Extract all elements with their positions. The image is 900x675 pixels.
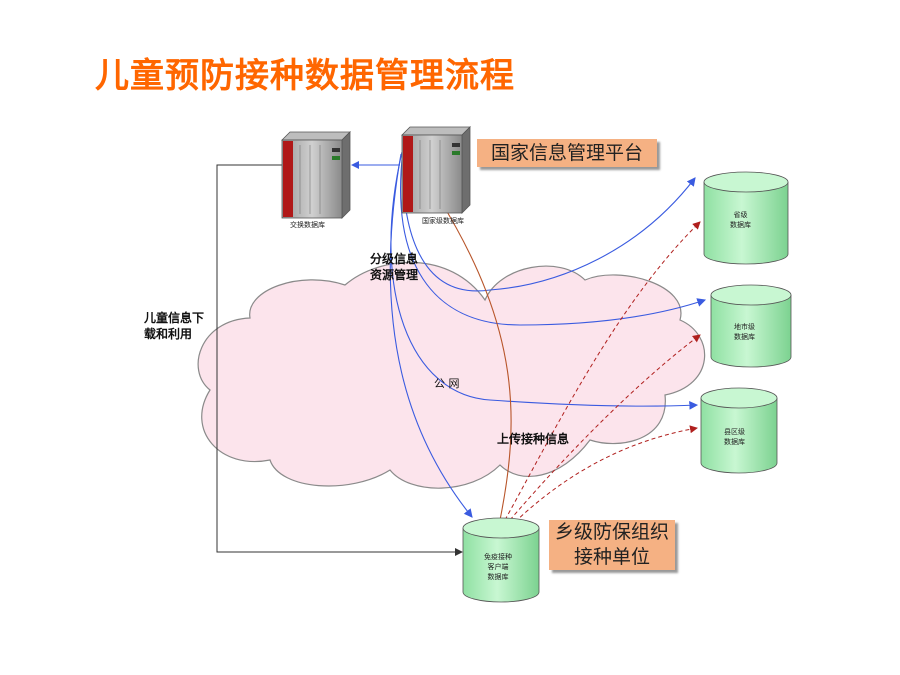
slide-title: 儿童预防接种数据管理流程	[95, 56, 515, 96]
client-db-icon	[462, 517, 540, 603]
flow-to-county	[390, 151, 699, 410]
provincial-db-label: 省级数据库	[730, 211, 751, 229]
client-db-label: 免疫接种客户端数据库	[484, 553, 512, 581]
national-db-label: 国家级数据库	[422, 217, 464, 225]
prefecture-db-label: 地市级数据库	[734, 323, 755, 341]
flow-to-provincial	[402, 147, 696, 292]
prefecture-db-icon	[710, 284, 792, 368]
flow-to-client	[389, 153, 473, 518]
upload-to-national	[439, 199, 512, 521]
public-net-label: 公 网	[434, 377, 460, 390]
provincial-db-icon	[703, 171, 789, 265]
exchange-server-icon	[281, 131, 351, 219]
exchange-db-label: 交换数据库	[290, 221, 325, 229]
county-db-label: 县区级数据库	[724, 428, 745, 446]
download-flow-line	[216, 164, 463, 556]
upload-label: 上传接种信息	[497, 432, 570, 446]
public-network-cloud	[197, 261, 706, 489]
download-label: 儿童信息下载和利用	[144, 311, 205, 341]
grading-label: 分级信息资源管理	[370, 252, 419, 282]
national-server-icon	[401, 126, 471, 214]
upload-to-county	[514, 425, 698, 523]
county-db-icon	[700, 387, 778, 474]
township-unit-tag: 乡级防保组织接种单位	[549, 520, 675, 570]
national-platform-tag: 国家信息管理平台	[477, 139, 657, 167]
flow-to-prefecture	[400, 149, 707, 326]
upload-to-prefecture	[509, 334, 701, 521]
